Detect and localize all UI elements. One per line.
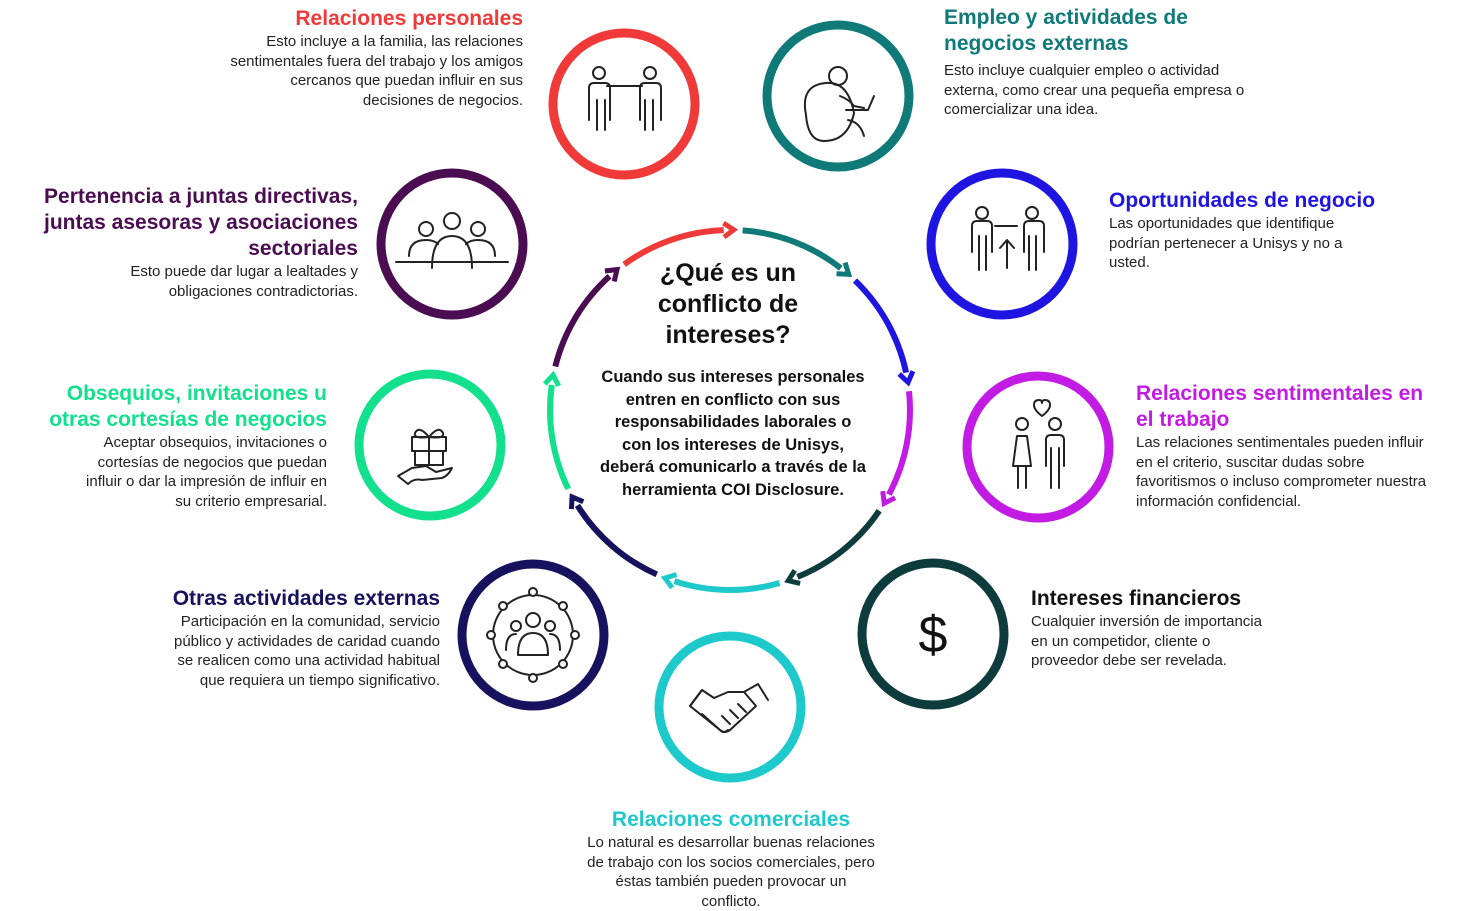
ring-arc-romantic: [886, 390, 913, 496]
category-description: Las oportunidades que identifique podría…: [1109, 215, 1343, 271]
ring-arc-employment: [742, 227, 843, 271]
category-title: Intereses financieros: [1031, 587, 1242, 610]
category-circle-opportunities: [926, 168, 1078, 320]
ring-arrow-other: [568, 493, 585, 510]
category-title: Otras actividades externas: [172, 587, 440, 610]
category-boards: Pertenencia a juntas directivas, juntas …: [25, 184, 358, 301]
category-other: Otras actividades externas Participación…: [130, 586, 440, 690]
couple-heart-icon: [1012, 399, 1065, 489]
ring-arrow-romantic: [880, 490, 897, 508]
category-circle-financial: [857, 558, 1009, 710]
ring-arc-financial: [796, 509, 882, 580]
category-description: Esto incluye cualquier empleo o activida…: [944, 62, 1245, 118]
category-circle-commercial: [654, 631, 806, 783]
center-description: Cuando sus intereses personales entren e…: [600, 368, 866, 499]
ring-arrow-financial: [784, 569, 801, 586]
category-commercial: Relaciones comerciales Lo natural es des…: [586, 807, 876, 911]
category-circle-employment: [762, 20, 914, 172]
ring-arc-personal: [622, 227, 724, 267]
category-romantic: Relaciones sentimentales en el trabajo L…: [1136, 381, 1436, 511]
category-personal: Relaciones personales Esto incluye a la …: [218, 6, 523, 110]
ring-arc-other: [574, 503, 659, 578]
handshake-icon: [689, 683, 769, 733]
category-title: Relaciones sentimentales en el trabajo: [1136, 382, 1424, 431]
category-title: Empleo y actividades de negocios externa…: [944, 6, 1188, 55]
central-ring: [542, 221, 916, 593]
ring-arc-boards: [552, 273, 612, 368]
ring-arrow-employment: [836, 261, 853, 277]
board-group-icon: [395, 212, 509, 269]
category-financial: Intereses financieros Cualquier inversió…: [1031, 586, 1281, 671]
category-circle-personal: [548, 28, 700, 180]
category-description: Las relaciones sentimentales pueden infl…: [1136, 434, 1427, 510]
category-title: Obsequios, invitaciones u otras cortesía…: [49, 382, 327, 431]
category-description: Aceptar obsequios, invitaciones o cortes…: [86, 434, 327, 510]
category-title: Oportunidades de negocio: [1109, 189, 1376, 212]
person-laptop-icon: [804, 66, 875, 142]
ring-arrow-opportunities: [897, 370, 916, 387]
ring-arrow-personal: [722, 221, 739, 240]
category-description: Esto incluye a la familia, las relacione…: [230, 33, 523, 109]
category-description: Esto puede dar lugar a lealtades y oblig…: [130, 263, 358, 300]
ring-arrow-gifts: [542, 370, 561, 388]
category-circle-boards: [376, 168, 528, 320]
category-gifts: Obsequios, invitaciones u otras cortesía…: [15, 381, 327, 511]
category-employment: Empleo y actividades de negocios externa…: [944, 5, 1264, 120]
category-description: Lo natural es desarrollar buenas relacio…: [587, 834, 875, 910]
category-circle-romantic: [962, 371, 1114, 523]
category-circles: [354, 20, 1114, 783]
category-title: Pertenencia a juntas directivas, juntas …: [43, 185, 358, 260]
people-meeting-icon: [588, 66, 662, 131]
category-title: Relaciones personales: [295, 7, 523, 30]
dollar-icon: $: [919, 606, 948, 664]
people-handover-icon: [971, 206, 1045, 271]
category-opportunities: Oportunidades de negocio Las oportunidad…: [1109, 188, 1429, 273]
category-circle-other: [457, 559, 609, 711]
gift-hand-icon: [397, 428, 453, 485]
ring-arc-commercial: [673, 578, 781, 593]
svg-text:$: $: [919, 606, 948, 664]
category-title: Relaciones comerciales: [611, 808, 851, 831]
ring-arrow-boards: [604, 266, 621, 282]
center-title: ¿Qué es un conflicto de intereses?: [657, 259, 799, 349]
category-description: Participación en la comunidad, servicio …: [173, 613, 440, 689]
ring-arc-opportunities: [852, 278, 910, 374]
category-description: Cualquier inversión de importancia en un…: [1031, 613, 1262, 669]
community-network-icon: [486, 587, 580, 683]
ring-arrow-commercial: [660, 572, 678, 590]
ring-arc-gifts: [547, 384, 571, 491]
